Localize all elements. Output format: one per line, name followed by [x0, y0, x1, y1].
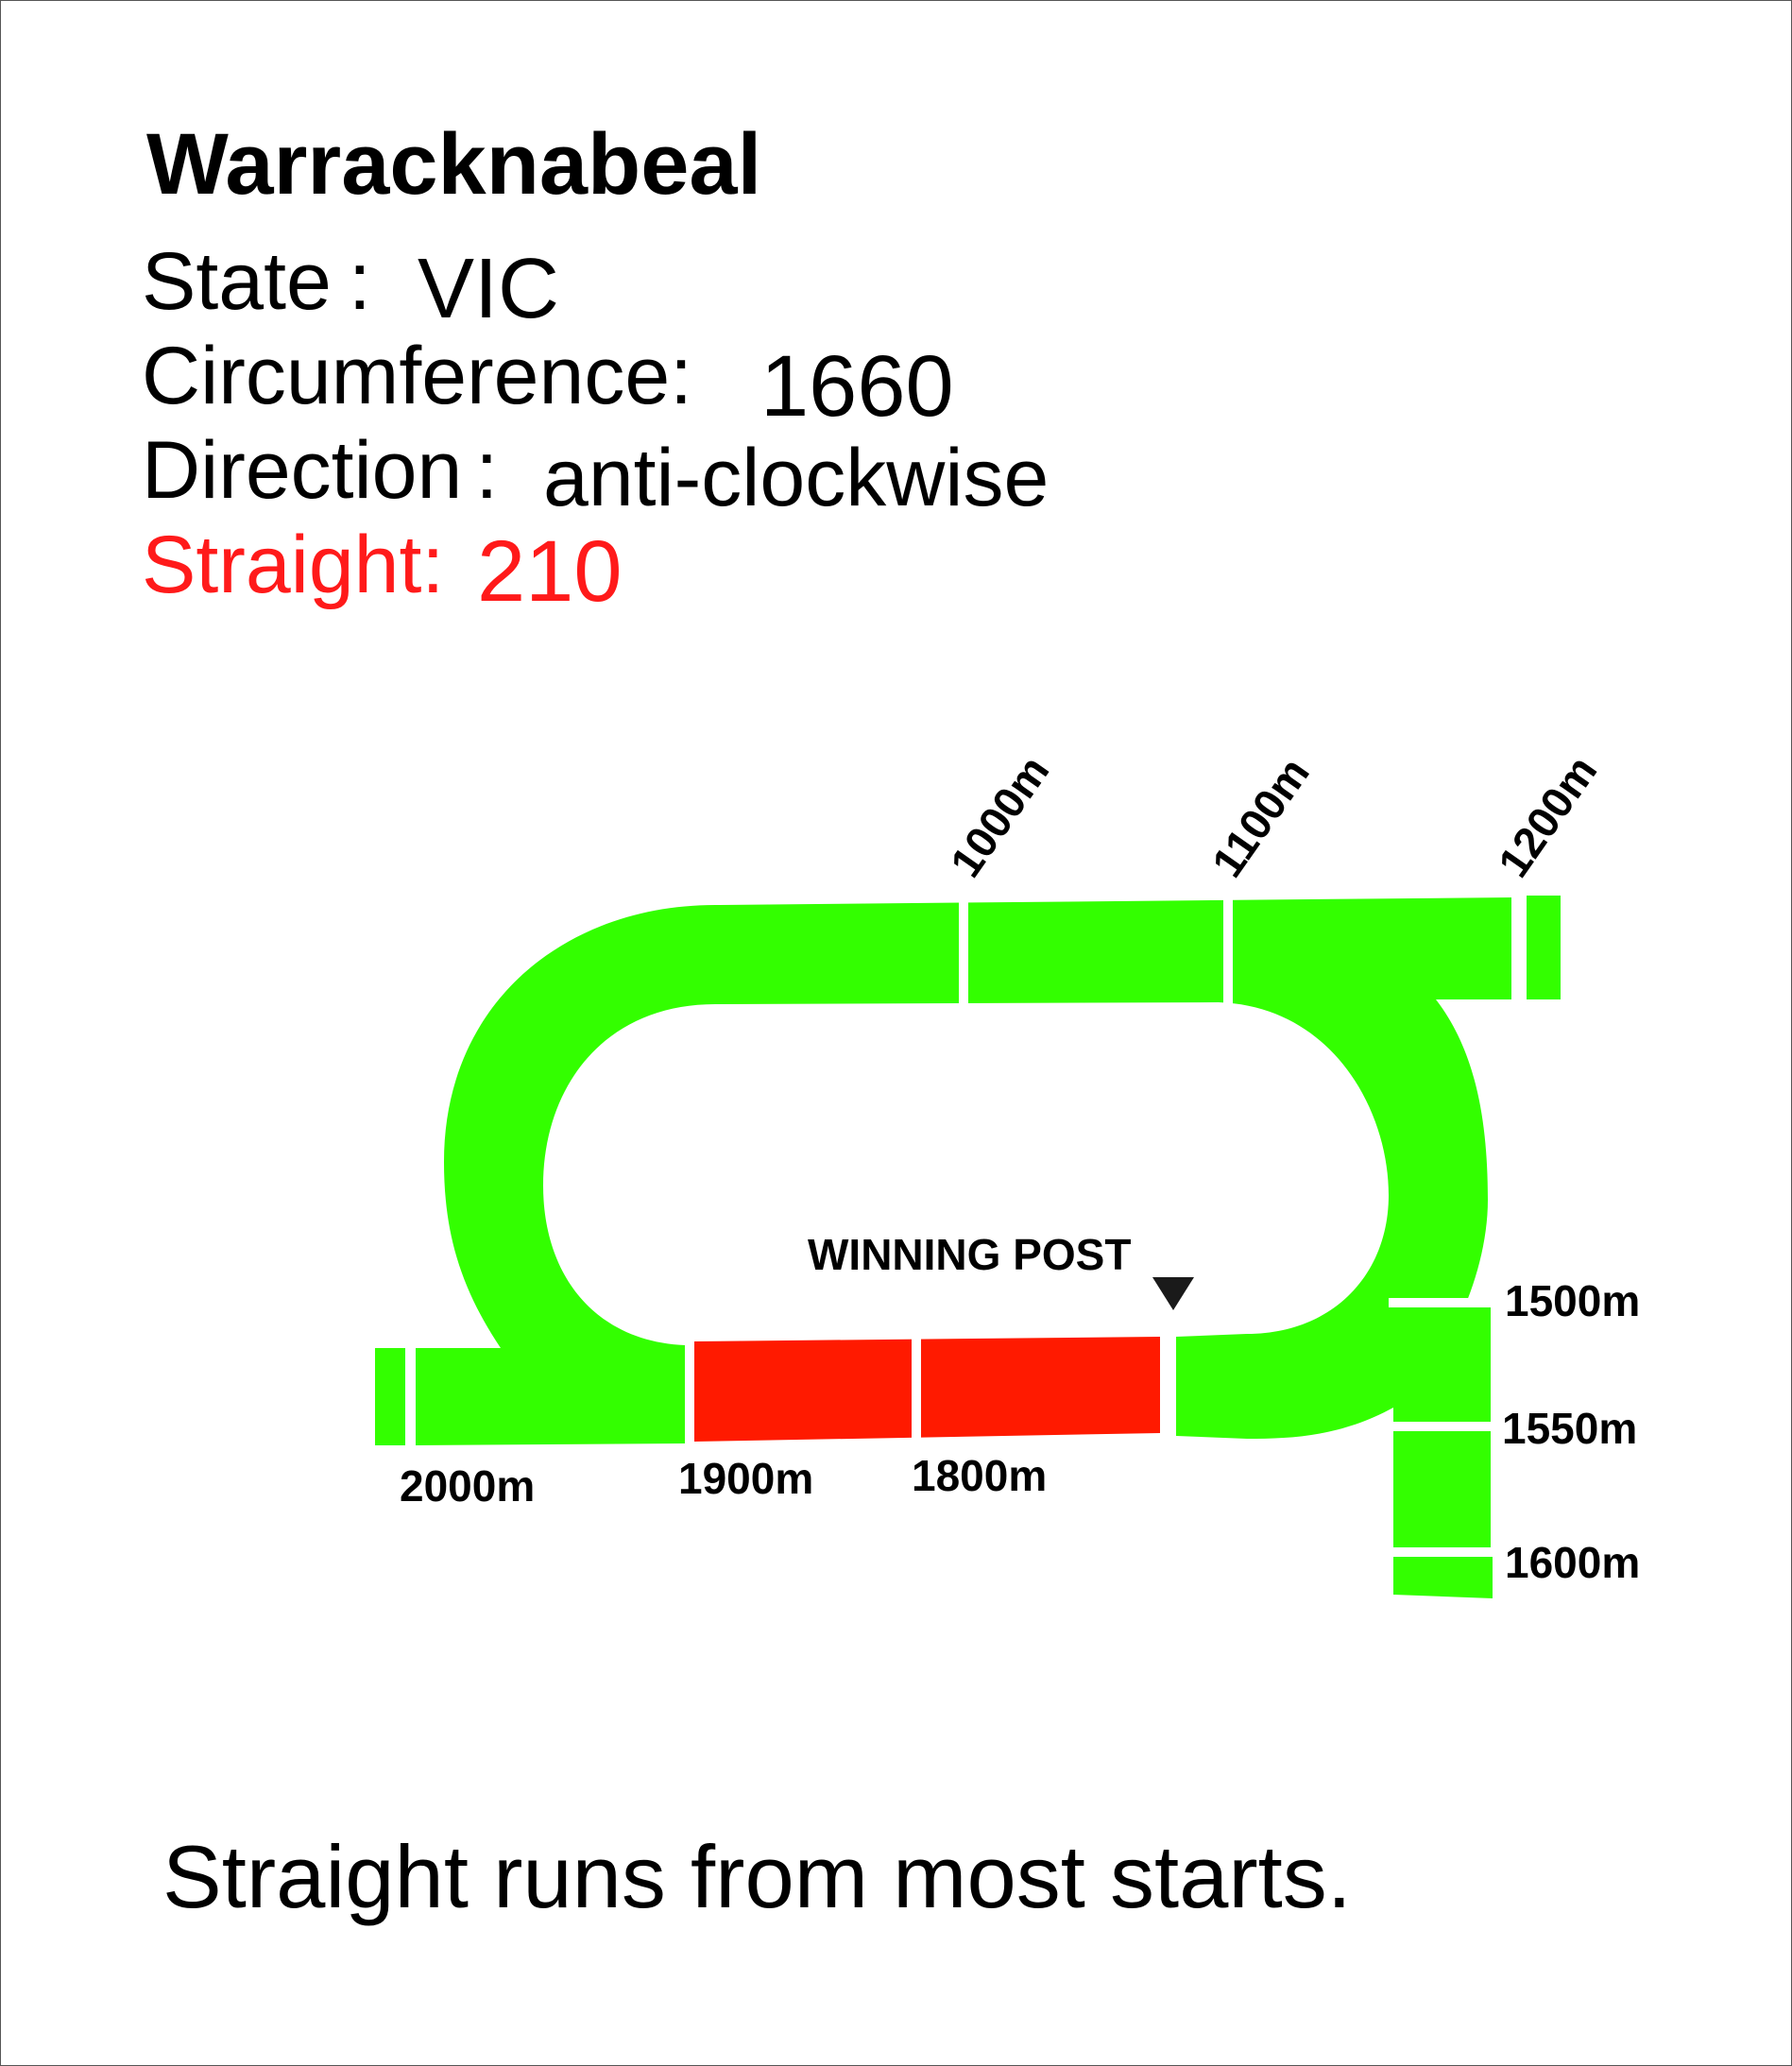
- winning-post-marker: [1152, 1277, 1194, 1310]
- state-separator: :: [348, 236, 371, 327]
- track-title: Warracknabeal: [146, 116, 762, 213]
- chute-lower: [1393, 1426, 1491, 1549]
- direction-row: Direction: anti-clockwise: [142, 425, 1049, 519]
- marker-1100m: 1100m: [1203, 749, 1319, 886]
- direction-label: Direction: [142, 425, 463, 516]
- footnote: Straight runs from most starts.: [162, 1827, 1352, 1926]
- state-value: VIC: [418, 242, 560, 336]
- marker-2000m: 2000m: [400, 1461, 535, 1511]
- section-dividers: [406, 893, 1497, 1557]
- state-label: State: [142, 236, 332, 327]
- direction-separator: :: [475, 425, 499, 516]
- straight-row: Straight: 210: [142, 520, 623, 615]
- start-block-1200: [1527, 896, 1561, 999]
- direction-value: anti-clockwise: [543, 433, 1050, 523]
- winning-post-label: WINNING POST: [808, 1230, 1131, 1279]
- circumference-value: 1660: [760, 338, 954, 435]
- start-block-2000: [375, 1348, 405, 1445]
- marker-1500m: 1500m: [1505, 1276, 1640, 1325]
- home-straight: [694, 1337, 1160, 1442]
- circumference-label: Circumference:: [142, 331, 693, 421]
- circumference-row: Circumference: 1660: [142, 331, 954, 430]
- straight-label: Straight:: [142, 520, 445, 610]
- marker-1600m: 1600m: [1505, 1538, 1640, 1587]
- marker-1000m: 1000m: [941, 747, 1059, 886]
- marker-1900m: 1900m: [678, 1454, 813, 1503]
- marker-1200m: 1200m: [1489, 747, 1607, 886]
- marker-1800m: 1800m: [912, 1451, 1047, 1500]
- straight-value: 210: [477, 523, 623, 620]
- chute-end: [1393, 1557, 1493, 1598]
- state-row: State: VIC: [142, 236, 559, 332]
- marker-1550m: 1550m: [1502, 1404, 1637, 1453]
